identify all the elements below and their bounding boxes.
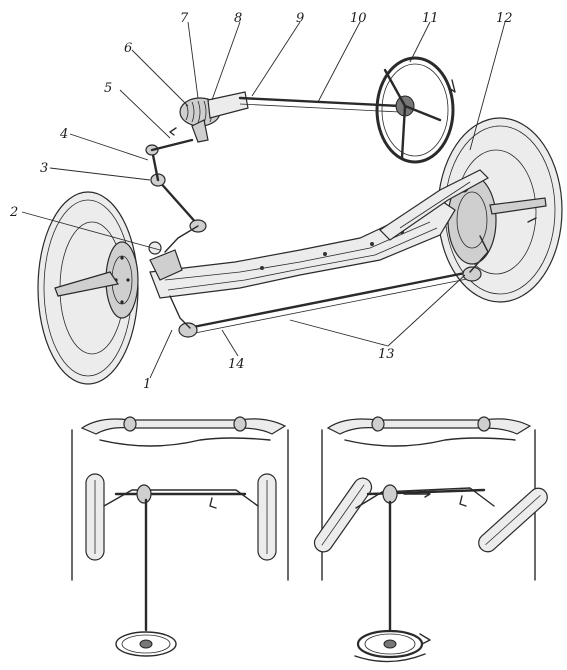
label-7: 7 [180, 11, 189, 26]
label-4: 4 [59, 127, 68, 142]
steering-gear-box [150, 91, 249, 152]
left-front-wheel [37, 191, 139, 385]
label-8: 8 [234, 11, 242, 26]
part-number-labels: 1 2 3 4 5 6 7 8 9 10 11 12 13 14 [9, 11, 513, 392]
label-3: 3 [40, 161, 48, 176]
pitman-arm [145, 144, 160, 182]
steering-wheel [375, 56, 456, 164]
steering-column [238, 96, 402, 113]
label-2: 2 [9, 205, 18, 220]
drag-link [150, 173, 207, 253]
label-10: 10 [350, 11, 367, 26]
label-6: 6 [124, 41, 132, 56]
left-steering-knuckle [148, 241, 191, 329]
label-leader-lines [21, 21, 506, 379]
straight-ahead-diagram [71, 416, 289, 657]
label-5: 5 [104, 81, 112, 96]
label-12: 12 [496, 11, 513, 26]
label-13: 13 [378, 347, 395, 362]
tie-rod [178, 235, 489, 338]
label-14: 14 [228, 357, 245, 372]
label-1: 1 [143, 377, 151, 392]
steering-assembly-illustration [21, 21, 563, 385]
label-11: 11 [422, 11, 439, 26]
turning-diagram [313, 416, 548, 663]
label-9: 9 [296, 11, 304, 26]
right-front-wheel [437, 117, 563, 303]
frame-rail [379, 169, 489, 241]
